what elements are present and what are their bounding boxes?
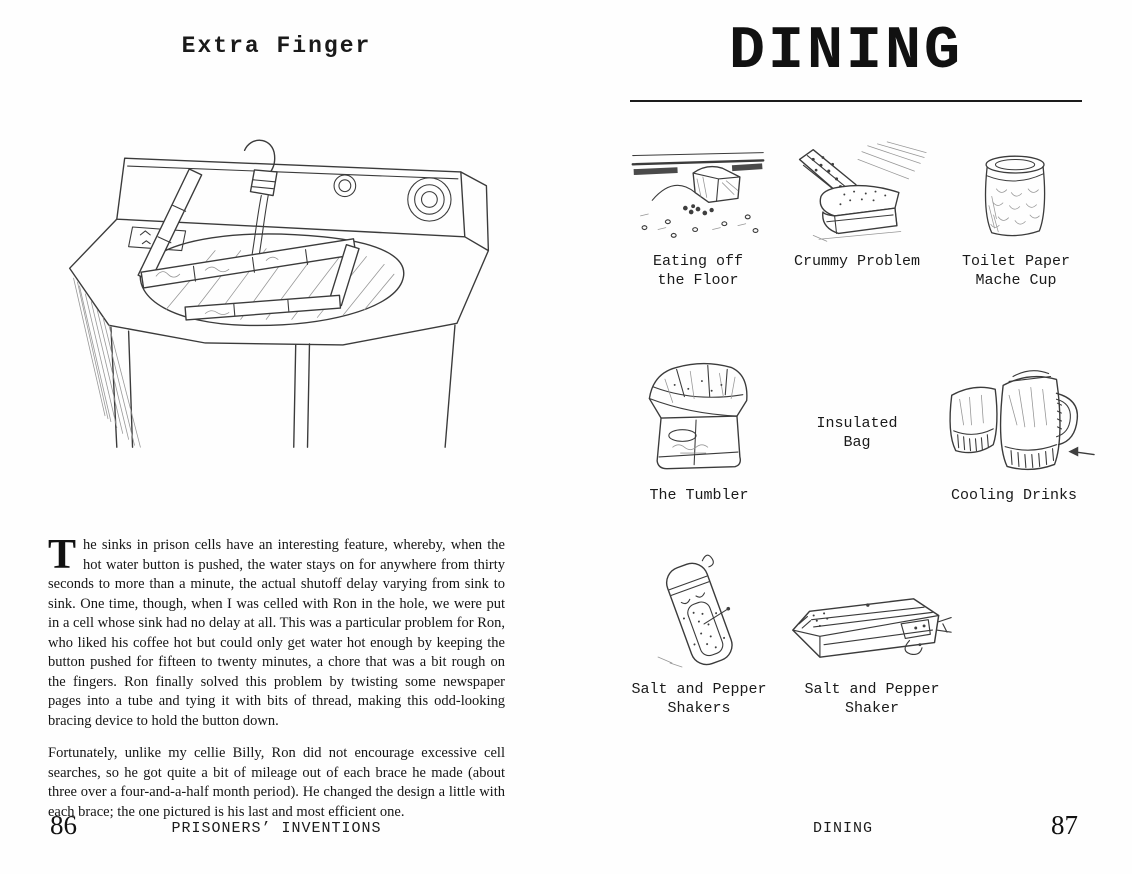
crummy-problem-illustration — [798, 141, 927, 242]
grid-item-salt-and-pepper-shaker: Salt and Pepper Shaker — [776, 576, 968, 718]
grid-item-salt-and-pepper-shakers: Salt and Pepper Shakers — [620, 548, 778, 718]
item-caption: Toilet Paper Mache Cup — [961, 253, 1071, 289]
page-number-right: 87 — [1051, 810, 1078, 840]
grid-item-cooling-drinks: Cooling Drinks — [930, 350, 1098, 505]
chapter-title: DINING — [728, 18, 964, 86]
paragraph-1-text: he sinks in prison cells have an interes… — [48, 537, 505, 729]
item-caption: The Tumbler — [649, 487, 749, 504]
right-page: DINING Eating — [608, 0, 1100, 874]
item-caption: Salt and Pepper Shaker — [804, 681, 940, 717]
item-caption: Salt and Pepper Shakers — [631, 681, 767, 717]
item-caption: Eating off the Floor — [652, 253, 743, 289]
left-page-title: Extra Finger — [181, 33, 372, 59]
running-title-left: PRISONERS’ INVENTIONS — [171, 820, 382, 837]
grid-item-the-tumbler: The Tumbler — [624, 352, 774, 505]
eating-off-the-floor-illustration — [631, 152, 765, 238]
left-page: Extra Finger — [40, 0, 522, 874]
grid-item-crummy-problem: Crummy Problem — [778, 136, 936, 271]
grid-item-eating-off-the-floor: Eating off the Floor — [624, 136, 772, 290]
drop-cap: T — [48, 532, 77, 578]
sink-illustration — [68, 139, 490, 448]
salt-and-pepper-shaker-illustration — [792, 598, 952, 658]
item-caption: Insulated Bag — [816, 415, 898, 451]
paragraph-2: Fortunately, unlike my cellie Billy, Ron… — [48, 745, 505, 820]
toilet-paper-mache-cup-illustration — [984, 155, 1046, 237]
page-number-left: 86 — [50, 810, 77, 840]
item-caption: Cooling Drinks — [950, 487, 1078, 504]
salt-and-pepper-shakers-illustration — [657, 554, 733, 668]
running-title-right: DINING — [812, 820, 873, 837]
item-caption: Crummy Problem — [793, 253, 921, 270]
grid-item-insulated-bag: Insulated Bag — [778, 414, 936, 452]
title-rule — [630, 100, 1082, 102]
the-tumbler-illustration — [648, 362, 748, 470]
grid-item-toilet-paper-mache-cup: Toilet Paper Mache Cup — [942, 136, 1090, 290]
cooling-drinks-illustration — [949, 370, 1095, 471]
